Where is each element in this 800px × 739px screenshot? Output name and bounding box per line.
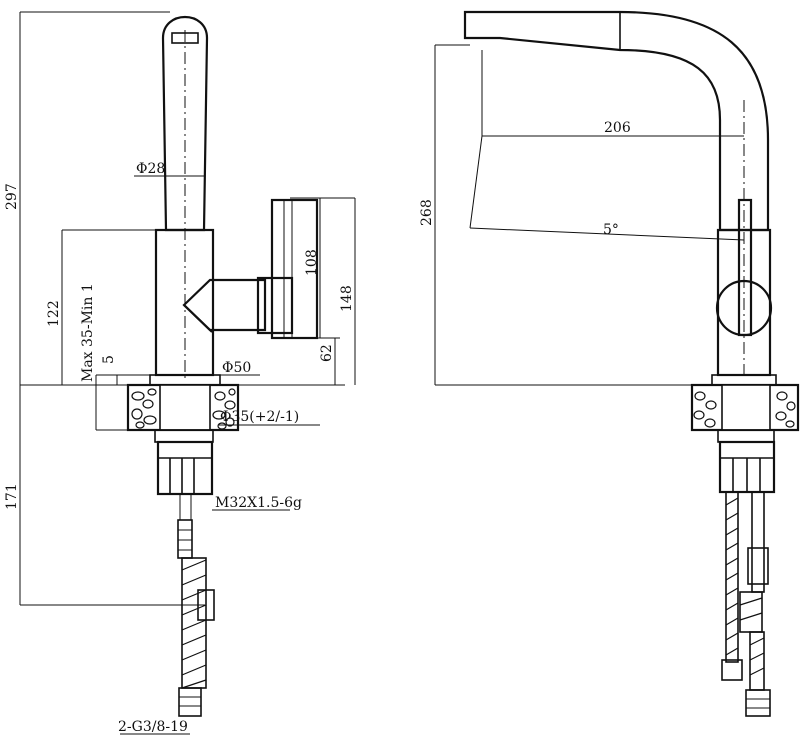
front-view: 297 Φ28 122 108 148 62 Max 35-Min 1 5 Φ5…: [4, 11, 356, 735]
dim-body-height: 122: [46, 300, 62, 327]
side-dimension-lines: [434, 44, 745, 386]
dim-handle-total: 148: [339, 285, 355, 312]
dim-thread: M32X1.5-6g: [215, 495, 302, 511]
front-dimension-lines: [19, 11, 356, 735]
dim-overall-height: 297: [4, 183, 20, 210]
side-view: 268 206 5°: [419, 10, 800, 717]
dim-angle: 5°: [603, 222, 619, 238]
dim-gap: 5: [101, 355, 117, 364]
side-hoses: [721, 491, 771, 717]
dim-base-diameter: Φ50: [222, 360, 251, 376]
dim-handle-height: 108: [304, 249, 320, 276]
dim-reach: 206: [604, 120, 631, 136]
dim-side-height: 268: [419, 199, 435, 226]
side-deck: [690, 383, 800, 443]
dim-hole-diameter: Φ35(+2/-1): [220, 409, 299, 425]
dim-deck-thickness: Max 35-Min 1: [80, 283, 96, 382]
front-body: [149, 198, 319, 386]
side-nut: [718, 440, 776, 494]
dim-handle-offset: 62: [319, 344, 335, 362]
dim-below-deck: 171: [4, 483, 20, 510]
dim-hose-connection: 2-G3/8-19: [118, 719, 188, 735]
front-hoses: [177, 519, 215, 717]
side-body: [711, 198, 777, 386]
front-spout: [161, 15, 209, 380]
front-nut: [156, 440, 214, 520]
dim-spout-diameter: Φ28: [136, 161, 165, 177]
